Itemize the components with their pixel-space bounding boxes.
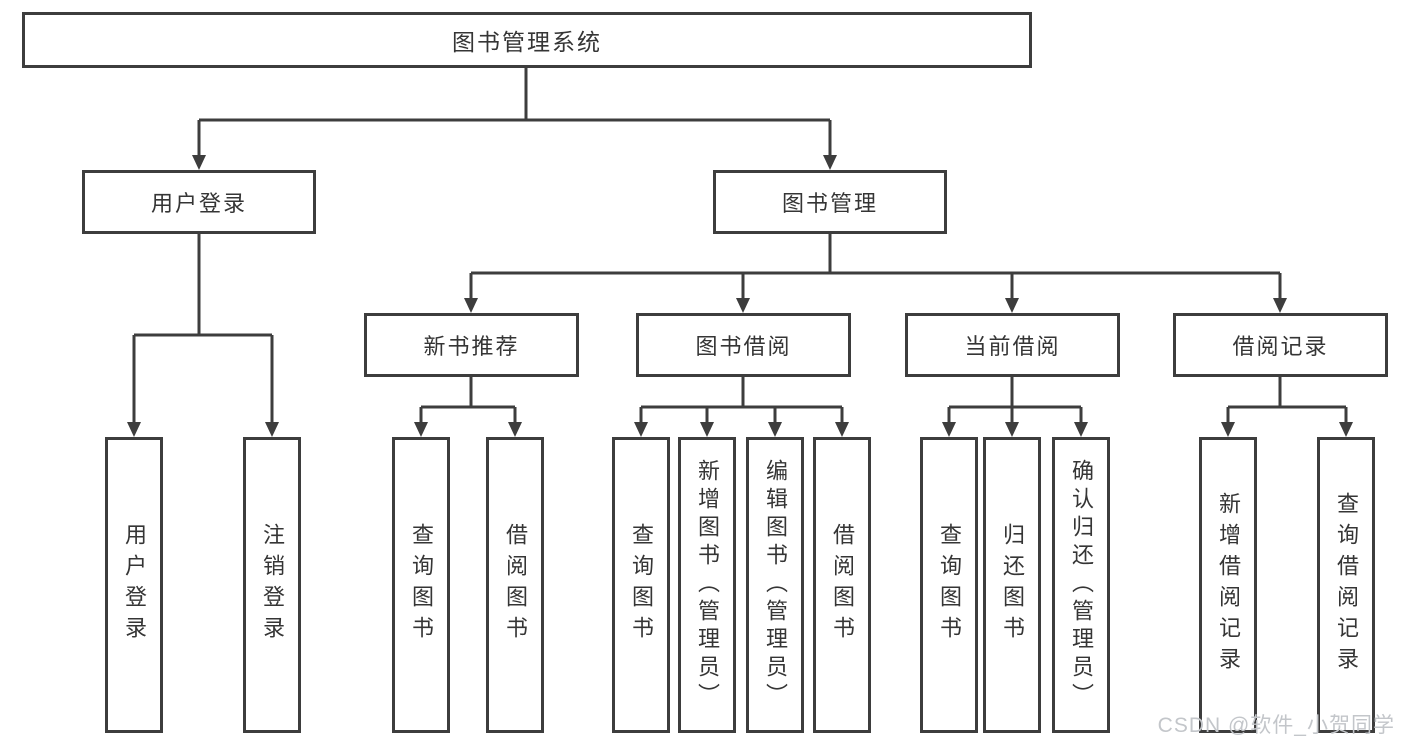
leaf-current-query-book-label: 查询图书 [937,523,962,647]
leaf-recommend-borrow-book-label: 借阅图书 [503,523,528,647]
leaf-borrow-edit-book: 编辑图书（管理员） [746,437,804,733]
node-new-book-recommend-label: 新书推荐 [423,334,520,359]
leaf-recommend-query-book: 查询图书 [392,437,450,733]
node-book-borrow: 图书借阅 [636,313,851,377]
leaf-borrow-add-book-label: 新增图书（管理员） [695,459,720,711]
arrowhead [192,155,206,170]
arrowhead [1273,298,1287,313]
connector-user-login-children [132,234,274,423]
arrowhead [127,422,141,437]
node-book-management: 图书管理 [713,170,947,234]
arrowhead [736,298,750,313]
leaf-borrow-borrow-book: 借阅图书 [813,437,871,733]
leaf-user-login-label: 用户登录 [122,523,147,647]
arrowhead [508,422,522,437]
arrowhead [823,155,837,170]
node-root-label: 图书管理系统 [452,29,602,55]
leaf-borrow-borrow-book-label: 借阅图书 [830,523,855,647]
leaf-borrow-query-book-label: 查询图书 [629,523,654,647]
leaf-current-query-book: 查询图书 [920,437,978,733]
node-borrow-record: 借阅记录 [1173,313,1388,377]
node-book-borrow-label: 图书借阅 [695,334,792,359]
leaf-record-add-record: 新增借阅记录 [1199,437,1257,733]
arrowhead [414,422,428,437]
leaf-recommend-borrow-book: 借阅图书 [486,437,544,733]
leaf-recommend-query-book-label: 查询图书 [409,523,434,647]
leaf-record-query-record: 查询借阅记录 [1317,437,1375,733]
leaf-borrow-edit-book-label: 编辑图书（管理员） [763,459,788,711]
arrowhead [1221,422,1235,437]
connector-current-borrow-children [947,377,1083,423]
node-new-book-recommend: 新书推荐 [364,313,579,377]
arrowhead [700,422,714,437]
connector-root-to-branches [197,68,832,156]
connector-book-management-children [469,234,1282,299]
connector-borrow-record-children [1226,377,1348,423]
arrowhead [1005,298,1019,313]
arrowhead [634,422,648,437]
node-current-borrow-label: 当前借阅 [964,334,1061,359]
leaf-current-return-book: 归还图书 [983,437,1041,733]
node-current-borrow: 当前借阅 [905,313,1120,377]
leaf-logout: 注销登录 [243,437,301,733]
leaf-user-login: 用户登录 [105,437,163,733]
connector-book-borrow-children [639,377,844,423]
node-user-login: 用户登录 [82,170,316,234]
leaf-borrow-query-book: 查询图书 [612,437,670,733]
arrowhead [768,422,782,437]
watermark-text: CSDN @软件_小贺同学 [1157,714,1395,737]
arrowhead [1339,422,1353,437]
leaf-record-query-record-label: 查询借阅记录 [1334,492,1359,678]
leaf-current-confirm-return-label: 确认归还（管理员） [1069,459,1094,711]
node-user-login-label: 用户登录 [150,191,247,216]
node-root: 图书管理系统 [22,12,1032,68]
node-book-management-label: 图书管理 [781,191,878,216]
leaf-current-return-book-label: 归还图书 [1000,523,1025,647]
arrowhead [1074,422,1088,437]
node-borrow-record-label: 借阅记录 [1232,334,1329,359]
arrowhead [464,298,478,313]
arrowhead [1005,422,1019,437]
leaf-logout-label: 注销登录 [260,523,285,647]
arrowhead [942,422,956,437]
arrowhead [265,422,279,437]
leaf-borrow-add-book: 新增图书（管理员） [678,437,736,733]
arrowhead [835,422,849,437]
connector-new-book-children [419,377,517,423]
leaf-record-add-record-label: 新增借阅记录 [1216,492,1241,678]
leaf-current-confirm-return: 确认归还（管理员） [1052,437,1110,733]
